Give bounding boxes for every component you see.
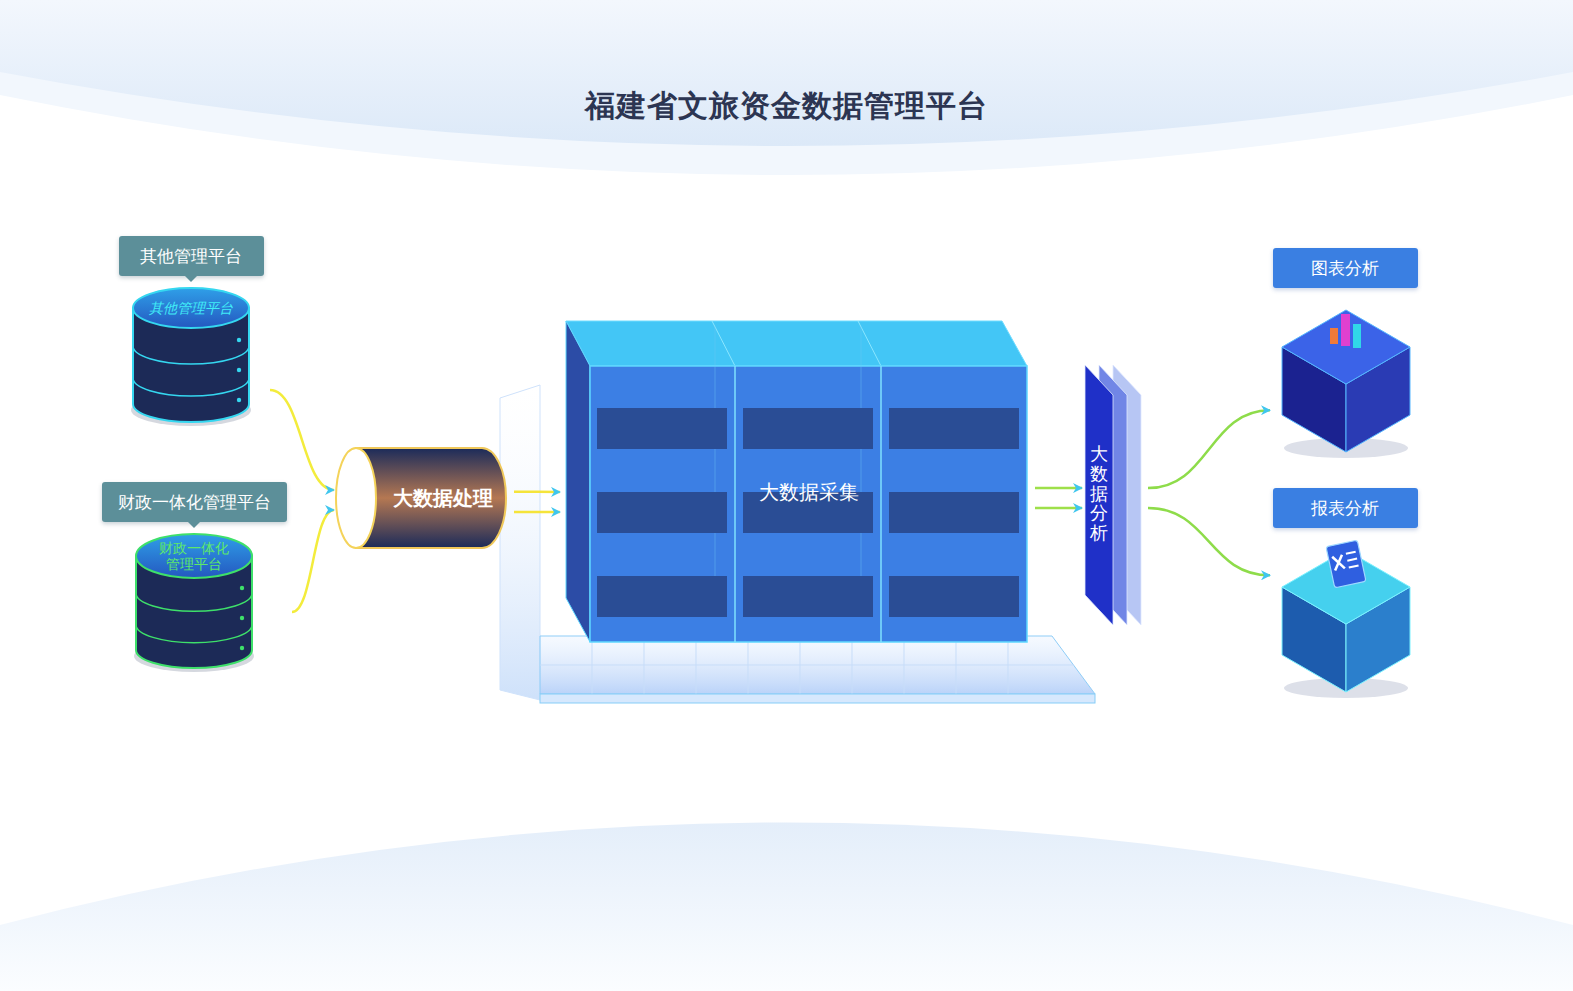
process-label: 大数据采集 <box>571 479 1046 505</box>
flow-connector <box>1035 487 1082 490</box>
output-cube: 报表分析 <box>1270 488 1420 696</box>
callout-label: 财政一体化管理平台 <box>102 482 287 522</box>
database-node: 财政一体化管理平台财政一体化管理平台 <box>96 482 292 680</box>
analysis-panel: 大数据分析 <box>1082 362 1148 628</box>
glass-panel <box>500 385 540 700</box>
bottom-band <box>0 823 1573 991</box>
flow-connector <box>270 390 334 490</box>
output-cube: 图表分析 <box>1270 248 1420 456</box>
process-label: 大数据处理 <box>368 485 518 511</box>
flow-connector <box>292 510 334 612</box>
flow-connector <box>1148 508 1270 575</box>
page-title: 福建省文旅资金数据管理平台 <box>0 86 1573 126</box>
server-rack: 大数据采集 <box>560 316 1035 646</box>
flow-connector <box>1035 507 1082 510</box>
callout-label: 其他管理平台 <box>119 236 264 276</box>
flow-connector <box>1148 410 1270 488</box>
platform-grid <box>540 636 1074 694</box>
database-node: 其他管理平台其他管理平台 <box>112 236 270 432</box>
callout-label: 图表分析 <box>1273 248 1418 288</box>
top-band-outer <box>0 0 1573 175</box>
platform-edge <box>540 694 1095 703</box>
process-label: 大数据分析 <box>1090 444 1108 543</box>
flow-connector <box>514 511 560 514</box>
platform-label: 财政一体化管理平台 <box>156 540 232 572</box>
platform-label: 其他管理平台 <box>136 300 246 316</box>
callout-label: 报表分析 <box>1273 488 1418 528</box>
process-pipe: 大数据处理 <box>334 446 514 550</box>
platform-floor <box>540 636 1095 694</box>
flow-connector <box>514 491 560 494</box>
top-band <box>0 0 1573 146</box>
